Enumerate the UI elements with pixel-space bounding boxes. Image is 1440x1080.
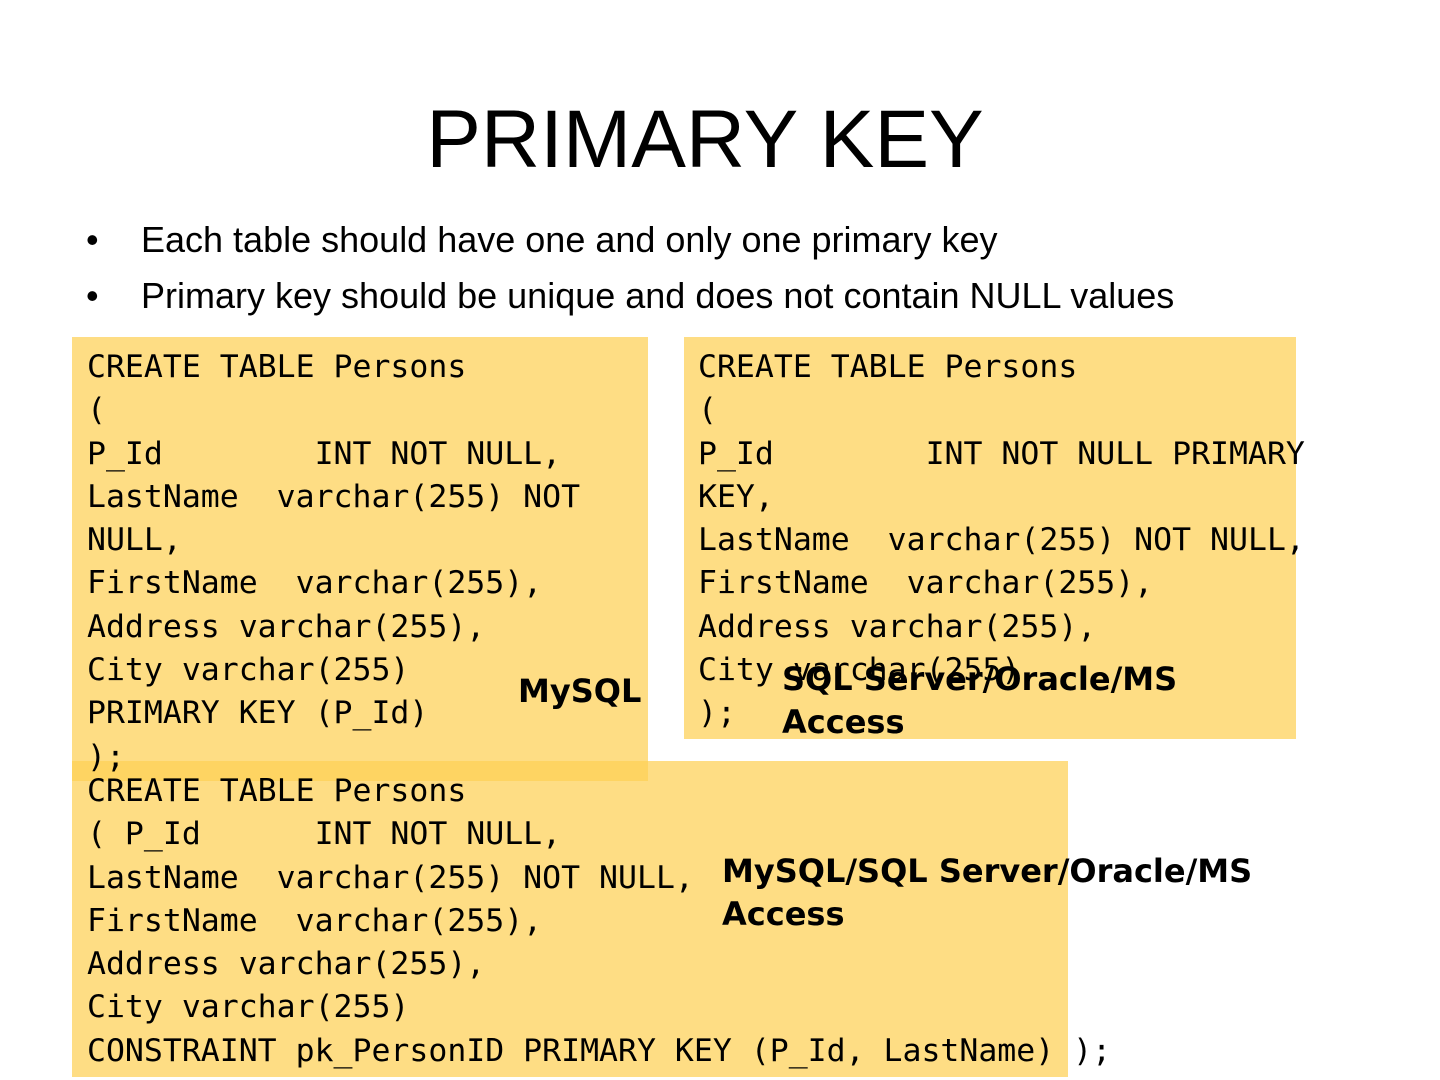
sqlserver-code-box — [684, 337, 1296, 739]
bullet-item: • Each table should have one and only on… — [84, 212, 1174, 268]
slide-title: PRIMARY KEY — [426, 94, 984, 185]
sqlserver-label: SQL Server/Oracle/MS Access — [782, 660, 1178, 741]
bullet-item: • Primary key should be unique and does … — [84, 268, 1174, 324]
bullet-dot: • — [86, 275, 99, 316]
bullet-text: Primary key should be unique and does no… — [141, 275, 1175, 316]
bullet-dot: • — [86, 219, 99, 260]
sqlserver-code: CREATE TABLE Persons ( P_Id INT NOT NULL… — [698, 349, 1305, 732]
mysql-code: CREATE TABLE Persons ( P_Id INT NOT NULL… — [87, 349, 581, 775]
bullet-text: Each table should have one and only one … — [141, 219, 998, 260]
mysql-code-box — [72, 337, 648, 781]
constraint-code-box — [72, 761, 1068, 1077]
mysql-label: MySQL — [518, 672, 642, 710]
constraint-label: MySQL/SQL Server/Oracle/MS Access — [722, 852, 1253, 933]
bullet-list: • Each table should have one and only on… — [84, 212, 1174, 324]
constraint-code: CREATE TABLE Persons ( P_Id INT NOT NULL… — [87, 773, 1112, 1069]
